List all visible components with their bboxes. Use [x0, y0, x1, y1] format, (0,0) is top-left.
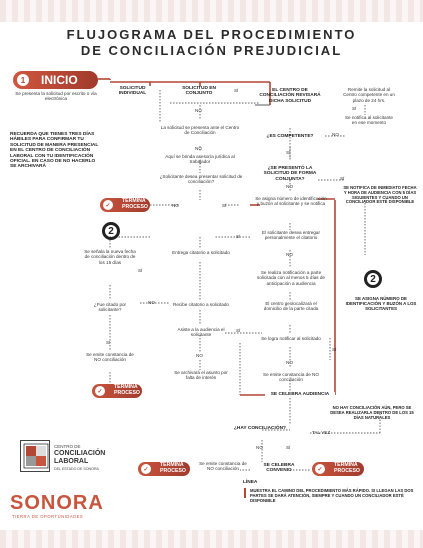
node-senala: Se señala la nueva fecha de conciliación… — [84, 249, 136, 265]
label-no: NO — [195, 108, 202, 113]
node-se-presento: ¿SE PRESENTÓ LA SOLICITUD DE FORMA CONJU… — [263, 166, 317, 182]
node-solicitud-conjunto: SOLICITUD EN CONJUNTO — [182, 86, 216, 97]
node-entrega-citatorio: Entrega citatorio a solicitado — [172, 250, 230, 255]
title-line-2: DE CONCILIACIÓN PREJUDICIAL — [80, 43, 343, 58]
logo-big-2: LABORAL — [54, 458, 89, 465]
node-emite-constancia-1: Se emite constancia de NO conciliación — [86, 352, 134, 363]
termina-label: TERMINA PROCESO — [122, 198, 148, 210]
node-asigna-numero: Se asigna número de identificación y buz… — [255, 196, 327, 207]
node-solicitud-individual: SOLICITUD INDIVIDUAL — [118, 86, 147, 97]
label-no: NO — [286, 184, 293, 189]
logo-small: CENTRO DE — [54, 444, 81, 449]
sonora-tagline: TIERRA DE OPORTUNIDADES — [12, 514, 84, 519]
label-no: NO — [148, 300, 155, 305]
label-tal-vez: TAL VEZ — [312, 430, 331, 435]
start-number-icon: 1 — [17, 74, 29, 86]
termina-label: TERMINA PROCESO — [334, 462, 360, 474]
termina-label: TERMINA PROCESO — [160, 462, 186, 474]
label-no: NO — [172, 203, 179, 208]
label-no: NO — [332, 132, 339, 137]
step-two-badge-right: 2 — [364, 270, 382, 288]
node-fue-citado: ¿Fue citado por solicitante? — [93, 302, 127, 313]
node-geolocaliza: El centro geolocalizará el domicilio de … — [263, 301, 319, 312]
node-asiste: Asiste a la audiencia el solicitante — [177, 327, 225, 338]
logo-big-1: CONCILIACIÓN — [54, 450, 106, 457]
title-line-1: FLUJOGRAMA DEL PROCEDIMIENTO — [66, 27, 357, 42]
check-icon: ✓ — [95, 386, 105, 396]
label-si: SÍ — [236, 328, 241, 333]
legend-key: LÍNEA — [243, 480, 258, 485]
sonora-logo: SONORA — [10, 492, 104, 514]
label-si: SÍ — [332, 347, 337, 352]
label-si: SÍ — [340, 176, 345, 181]
node-remite: Remite la solicitud al Centro competente… — [343, 87, 395, 103]
node-notifica-solicitante: Se notifica al solicitante en ese moment… — [344, 115, 393, 126]
node-recibe-citatorio: Recibe citatorio a solicitado — [173, 302, 229, 307]
inicio-text: Se presenta la solicitud por escrito o v… — [15, 91, 97, 102]
node-realiza-notificacion: Se realiza notificación a parte solicita… — [257, 270, 325, 286]
node-emite-constancia-3: Se emite constancia de NO conciliación — [199, 461, 247, 472]
node-es-competente: ¿ES COMPETENTE? — [266, 134, 314, 139]
inicio-label: INICIO — [41, 73, 78, 87]
label-no: NO — [286, 360, 293, 365]
state-seal-logo — [20, 440, 50, 472]
label-si: SÍ — [236, 234, 241, 239]
check-icon: ✓ — [315, 464, 325, 474]
shield-icon — [23, 443, 49, 469]
label-si: SÍ — [222, 203, 227, 208]
label-si: SÍ — [286, 150, 291, 155]
node-hay-conciliacion: ¿HAY CONCILIACIÓN? — [234, 426, 286, 431]
recuerda-note: RECUERDA QUE TIENES TRES DÍAS HÁBILES PA… — [10, 132, 99, 170]
termina-proceso-4: ✓ TERMINA PROCESO — [312, 462, 364, 476]
label-no: NO — [286, 252, 293, 257]
label-si: SÍ — [234, 88, 239, 93]
label-si: SÍ — [286, 445, 291, 450]
node-emite-constancia-2: Se emite constancia de NO conciliación — [263, 372, 319, 383]
node-asigna-solicitantes: SE ASIGNA NÚMERO DE IDENTIFICACIÓN Y BUZ… — [345, 296, 417, 311]
node-centro-revisara: EL CENTRO DE CONCILIACIÓN REVISARÁ DICHA… — [259, 88, 321, 104]
inicio-pill: 1 INICIO — [13, 71, 98, 89]
logo-sub: DEL ESTADO DE SONORA — [54, 467, 99, 471]
step-two-badge-left: 2 — [102, 222, 120, 240]
label-si: SÍ — [352, 106, 357, 111]
node-logra-notificar: Se logra notificar al solicitado — [261, 336, 321, 341]
label-no: NO — [256, 445, 263, 450]
label-no: NO — [196, 353, 203, 358]
label-si: SÍ — [138, 268, 143, 273]
termina-label: TERMINA PROCESO — [114, 384, 140, 396]
footer-pattern — [0, 530, 423, 548]
label-si: SÍ — [106, 340, 111, 345]
header-pattern — [0, 0, 423, 22]
check-icon: ✓ — [141, 464, 151, 474]
check-icon: ✓ — [103, 200, 113, 210]
label-no: NO — [195, 146, 202, 151]
legend-text: MUESTRA EL CAMINO DEL PROCEDIMIENTO MÁS … — [250, 488, 414, 503]
node-presenta: La solicitud se presenta ante el Centro … — [160, 125, 240, 136]
termina-proceso-2: ✓ TERMINA PROCESO — [92, 384, 142, 398]
node-desea: ¿Solicitante desea presentar solicitud d… — [159, 174, 243, 185]
node-no-hay-conciliacion: NO HAY CONCILIACIÓN AÚN, PERO SE DESEA R… — [330, 405, 414, 420]
termina-proceso-3: ✓ TERMINA PROCESO — [138, 462, 190, 476]
termina-proceso-1: ✓ TERMINA PROCESO — [100, 198, 150, 212]
node-entregar-personal: El solicitante desea entregar personalme… — [262, 230, 320, 241]
node-archiva: Se archivará el asunto por falta de inte… — [174, 370, 228, 381]
node-celebra-audiencia: SE CELEBRA AUDIENCIA — [265, 392, 335, 398]
node-celebra-convenio: SE CELEBRA CONVENIO — [263, 463, 295, 474]
node-brinda: Aquí se brinda asesoría jurídica al trab… — [165, 154, 235, 165]
node-notifica-inmediato: SE NOTIFICA DE INMEDIATO FECHA Y HORA DE… — [343, 185, 417, 205]
